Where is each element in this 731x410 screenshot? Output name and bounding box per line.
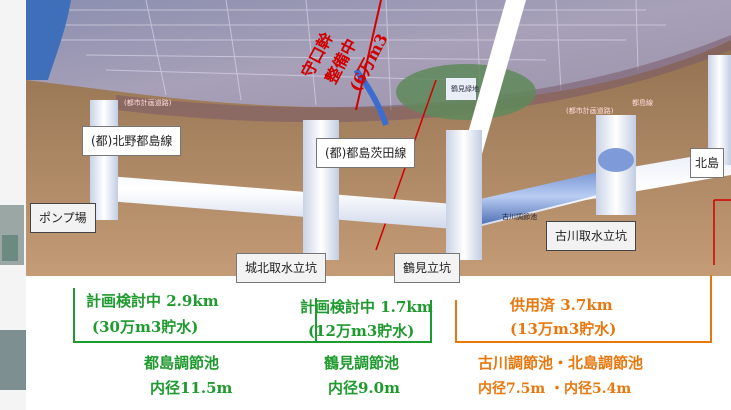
facility-building <box>446 78 476 100</box>
red-boundary <box>355 0 382 111</box>
section-name: 都島調節池 <box>144 354 220 372</box>
map-text: (都市計画道路) <box>124 99 172 107</box>
label-kita-partial: 北島 <box>690 148 725 178</box>
section-status: 計画検討中 2.9km <box>86 292 219 310</box>
canal <box>353 68 389 126</box>
shaft-furukawa-cap <box>598 148 634 172</box>
section-diameter: 内径11.5m <box>150 379 233 397</box>
label-pump: ポンプ場 <box>30 203 96 233</box>
section-volume: (13万m3貯水) <box>510 320 617 338</box>
shaft-right <box>708 55 731 165</box>
section-volume: (12万m3貯水) <box>308 322 415 340</box>
section-name: 古川調節池・北島調節池 <box>478 354 644 372</box>
map-text: 古川調節池 <box>502 213 537 221</box>
river <box>26 0 71 80</box>
label-furukawa-shaft: 古川取水立坑 <box>546 221 637 251</box>
bracket-tsurumi <box>316 300 432 343</box>
blue-tunnel-section <box>476 168 616 225</box>
bracket-furukawa <box>455 275 712 343</box>
section-name: 鶴見調節池 <box>324 354 400 372</box>
red-boundary <box>713 199 731 265</box>
section-volume: (30万m3貯水) <box>92 318 199 336</box>
map-road <box>2 235 18 261</box>
label-miyakojima-line: (都)都島茨田線 <box>316 138 416 168</box>
main-tunnel <box>96 150 731 230</box>
section-diameter: 内径9.0m <box>328 379 400 397</box>
label-tsurumi-shaft: 鶴見立坑 <box>394 253 461 283</box>
section-status: 計画検討中 1.7km <box>300 298 433 316</box>
tunnel-diagram: (都)北野都島線 (都)都島茨田線 北島 ポンプ場 城北取水立坑 鶴見立坑 古川… <box>26 0 731 410</box>
map-text: (都市計画道路) <box>566 107 614 115</box>
map-text: 都島線 <box>632 99 653 107</box>
shaft-pump <box>90 100 118 220</box>
adjacent-map-strip <box>0 0 26 410</box>
label-johoku-shaft: 城北取水立坑 <box>236 253 327 283</box>
map-text: 鶴見緑地 <box>451 85 479 93</box>
shaft-tsurumi <box>446 130 482 260</box>
section-diameter: 内径7.5m ・内径5.4m <box>478 381 632 397</box>
label-kitano-line: (都)北野都島線 <box>82 126 182 156</box>
bracket-miyakojima <box>73 288 317 343</box>
map-road <box>0 330 26 390</box>
section-status: 供用済 3.7km <box>510 296 613 314</box>
city-surface <box>26 0 731 108</box>
